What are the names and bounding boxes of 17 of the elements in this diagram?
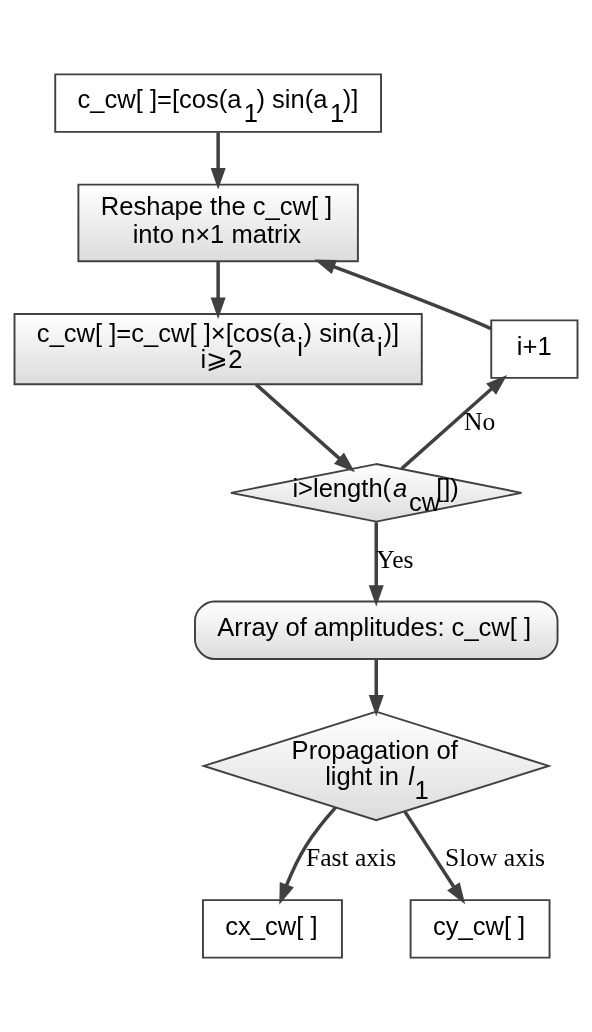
arrow [210, 261, 226, 319]
arrow [400, 374, 508, 470]
arrow [254, 383, 355, 473]
arrow [279, 806, 337, 905]
arrow [368, 659, 384, 717]
arrow [314, 259, 492, 331]
node-box: Reshape the c_cw[ ] into n×1 matrix [77, 183, 359, 263]
node-box: i+1 [490, 319, 579, 379]
node-box: Array of amplitudes: c_cw[ ] [194, 600, 559, 660]
node-box: cy_cw[ ] [409, 899, 551, 959]
edge-label: Slow axis [444, 843, 546, 873]
arrow [403, 810, 466, 905]
arrow [210, 132, 226, 190]
node-box: cx_cw[ ] [202, 899, 343, 959]
edge-label: No [464, 407, 496, 437]
arrow [368, 522, 384, 607]
edge-label: Fast axis [305, 843, 397, 873]
